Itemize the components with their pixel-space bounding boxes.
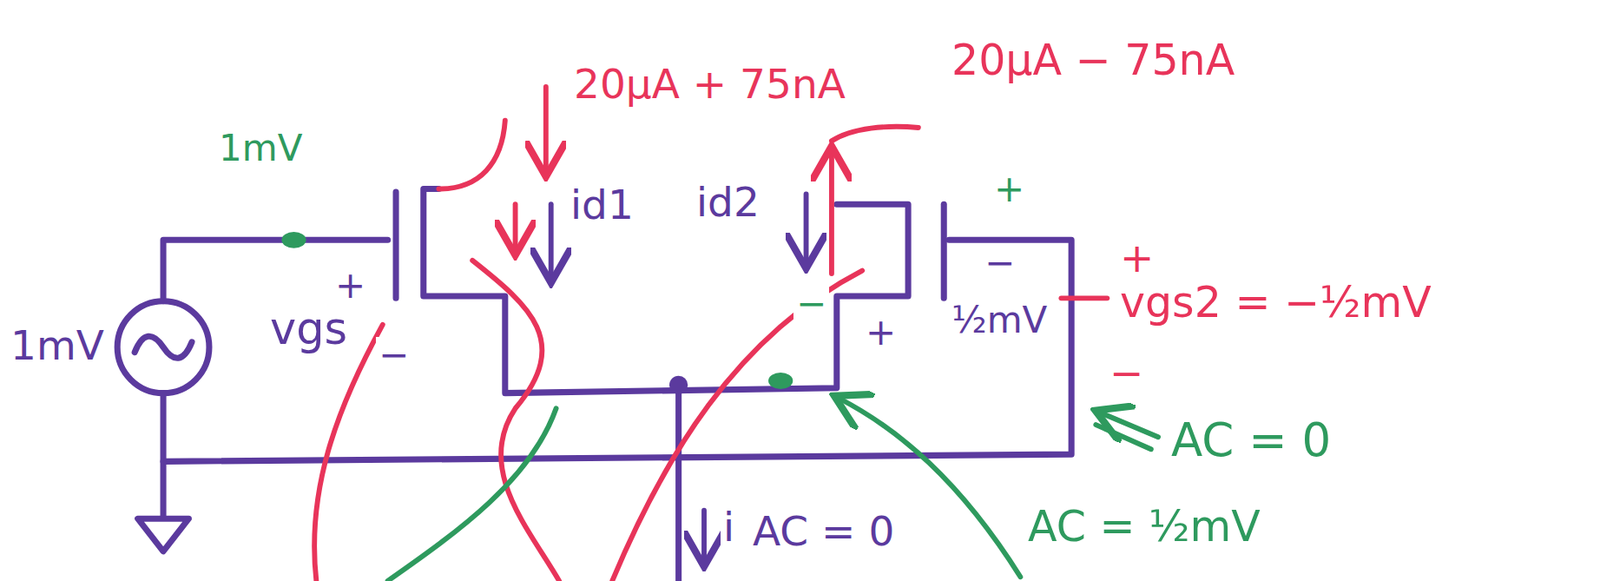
ac-note: AC = ½mV [1025, 505, 1264, 548]
drawing-part [1095, 424, 1151, 449]
ground-wire [160, 460, 167, 515]
drawing-part [513, 204, 519, 251]
ac-note: AC = 0 [750, 510, 897, 552]
polarity-sign: + [991, 171, 1028, 208]
current-name: id1 [567, 184, 637, 225]
drawing-part [829, 151, 835, 274]
drawing-part [472, 260, 560, 581]
gate-plate [393, 191, 400, 298]
voltage-equation: vgs2 = −½mV [1117, 281, 1435, 324]
transistor-channels [423, 189, 909, 394]
voltage-label: 1mV [216, 130, 305, 167]
current-name: id2 [693, 181, 763, 223]
polarity-sign: + [1117, 237, 1157, 278]
drawing-part [438, 120, 505, 190]
polarity-sign: − [375, 336, 412, 374]
ground-symbol [138, 518, 190, 552]
drawing-part [831, 126, 919, 142]
drawing-part [1099, 412, 1159, 437]
ac-note: AC = 0 [1168, 416, 1334, 463]
drawing-part [1060, 295, 1107, 301]
current-arrow [701, 510, 707, 562]
polarity-sign: − [1106, 352, 1146, 394]
voltage-label: 1mV [7, 324, 107, 366]
tail-wire [675, 382, 682, 581]
voltage-label: ½mV [948, 302, 1050, 339]
drawing-part [768, 372, 793, 389]
polarity-sign: − [981, 244, 1018, 282]
current-arrow [803, 193, 810, 264]
current-arrow [548, 204, 554, 278]
gate-plate [941, 204, 948, 298]
drawing-part [543, 86, 549, 172]
current-name: i [720, 506, 738, 547]
current-label: 20μA + 75nA [571, 63, 849, 105]
polarity-sign: + [332, 267, 369, 304]
red-annotations [314, 86, 1107, 581]
gate-wire [163, 239, 1072, 461]
voltage-source [117, 301, 210, 394]
signal-name: vgs [267, 306, 350, 351]
drawing-part [281, 231, 306, 249]
current-label: 20μA − 75nA [948, 39, 1238, 82]
drawing-part [388, 408, 557, 581]
drawing-part [314, 324, 383, 581]
probe-dots [281, 231, 793, 389]
sine-symbol [134, 335, 192, 358]
green-annotations [388, 398, 1159, 581]
circuit-wires [117, 189, 1072, 581]
polarity-sign: + [862, 314, 899, 351]
polarity-sign: − [793, 285, 830, 323]
junction-dot [669, 375, 688, 395]
